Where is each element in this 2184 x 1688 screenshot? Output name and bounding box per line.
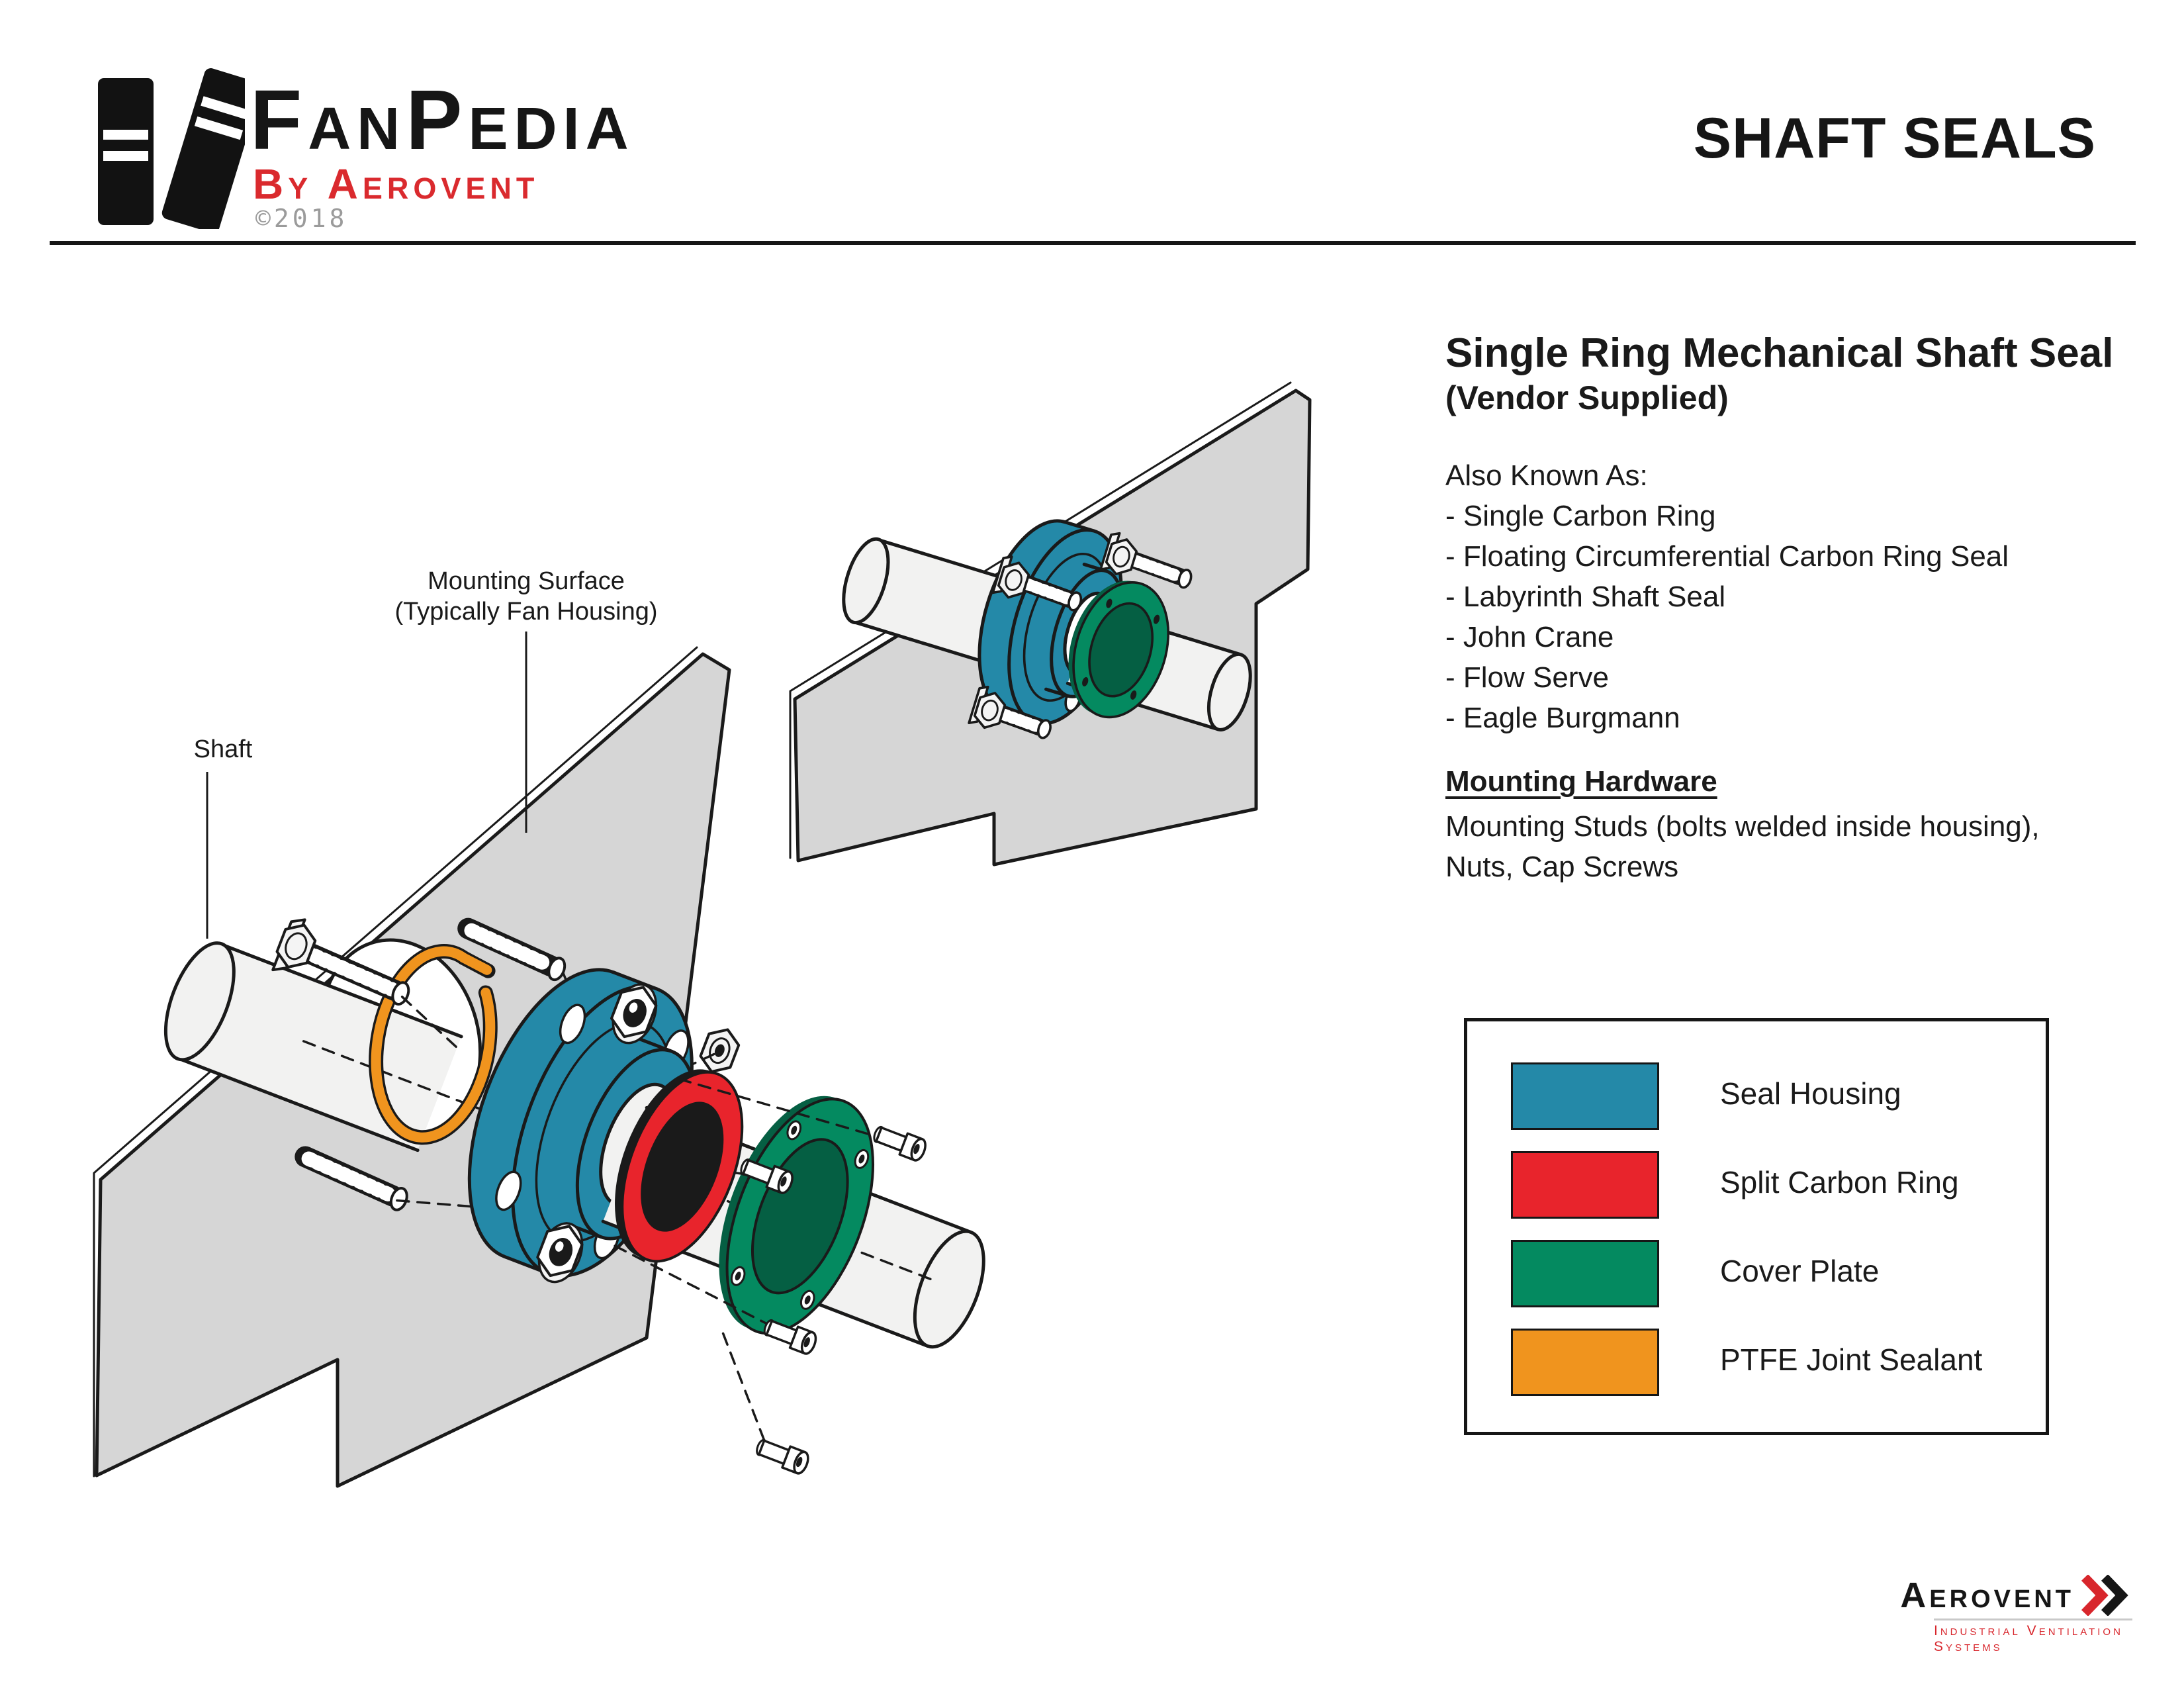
hex-nut xyxy=(536,1222,584,1284)
hex-nut xyxy=(699,1028,741,1073)
header-rule xyxy=(50,241,2136,245)
legend-label: Split Carbon Ring xyxy=(1720,1164,1959,1199)
legend-row: PTFE Joint Sealant xyxy=(1511,1329,2014,1396)
legend-row: Cover Plate xyxy=(1511,1240,2014,1307)
legend-swatch-cover-plate xyxy=(1511,1240,1659,1307)
books-icon xyxy=(98,68,245,229)
aka-heading: Also Known As: xyxy=(1445,459,1648,492)
exploded-assembly xyxy=(93,646,985,1488)
legend-label: Cover Plate xyxy=(1720,1253,1880,1288)
cover-plate-hole-dots xyxy=(1082,598,1160,700)
cover-plate-holes xyxy=(730,1120,870,1310)
hardware-heading: Mounting Hardware xyxy=(1445,765,1717,798)
mounting-studs-with-nuts xyxy=(968,532,1193,739)
diagram-labels: Mounting Surface (Typically Fan Housing)… xyxy=(194,567,658,939)
legend-label: Seal Housing xyxy=(1720,1076,1901,1111)
ptfe-joint-sealant xyxy=(369,944,498,1145)
legend-swatch-ptfe-joint-sealant xyxy=(1511,1329,1659,1396)
shaft-left xyxy=(163,941,608,1159)
aka-item: - John Crane xyxy=(1445,621,1614,653)
section-title: Single Ring Mechanical Shaft Seal xyxy=(1445,330,2114,376)
footer-tagline: Industrial Ventilation Systems xyxy=(1934,1623,2123,1654)
label-mounting-surface: Mounting Surface xyxy=(428,567,625,595)
hardware-line: Mounting Studs (bolts welded inside hous… xyxy=(1445,810,2040,843)
footer-divider xyxy=(1934,1618,2132,1620)
hex-nut xyxy=(275,923,317,969)
hardware-description: Mounting Studs (bolts welded inside hous… xyxy=(1445,806,2040,887)
aka-item: - Labyrinth Shaft Seal xyxy=(1445,581,1726,613)
hardware-line: Nuts, Cap Screws xyxy=(1445,851,1679,883)
label-shaft: Shaft xyxy=(194,735,253,763)
cover-plate xyxy=(1068,581,1169,719)
split-carbon-ring xyxy=(615,1069,744,1263)
aka-item: - Flow Serve xyxy=(1445,661,1609,694)
legend-label: PTFE Joint Sealant xyxy=(1720,1342,1983,1377)
assembled-assembly xyxy=(789,381,1312,867)
section-subtitle: (Vendor Supplied) xyxy=(1445,379,1729,416)
page-title: SHAFT SEALS xyxy=(1693,107,2096,170)
legend-row: Seal Housing xyxy=(1511,1062,2014,1130)
also-known-as-list: Also Known As: - Single Carbon Ring - Fl… xyxy=(1445,455,2009,738)
hex-nut xyxy=(610,983,658,1045)
footer-logo: Aerovent Industrial Ventilation Systems xyxy=(1854,1575,2132,1655)
aka-item: - Floating Circumferential Carbon Ring S… xyxy=(1445,540,2009,573)
label-mounting-surface-sub: (Typically Fan Housing) xyxy=(394,598,657,626)
cover-plate xyxy=(719,1096,874,1335)
legend-swatch-split-carbon-ring xyxy=(1511,1151,1659,1219)
cover-plate-hole-dots xyxy=(735,1125,865,1305)
legend-row: Split Carbon Ring xyxy=(1511,1151,2014,1219)
brand-logo-text: FanPedia xyxy=(250,73,635,167)
cap-screws xyxy=(740,1125,927,1475)
brand-subtitle: By Aerovent xyxy=(253,160,539,208)
footer-brand: Aerovent xyxy=(1900,1575,2074,1615)
double-chevron-icon xyxy=(2081,1575,2128,1616)
legend-box: Seal Housing Split Carbon Ring Cover Pla… xyxy=(1464,1018,2049,1435)
aka-item: - Single Carbon Ring xyxy=(1445,500,1716,532)
legend-swatch-seal-housing xyxy=(1511,1062,1659,1130)
mounting-stud xyxy=(457,917,567,982)
copyright: ©2018 xyxy=(255,204,348,233)
aka-item: - Eagle Burgmann xyxy=(1445,702,1680,734)
